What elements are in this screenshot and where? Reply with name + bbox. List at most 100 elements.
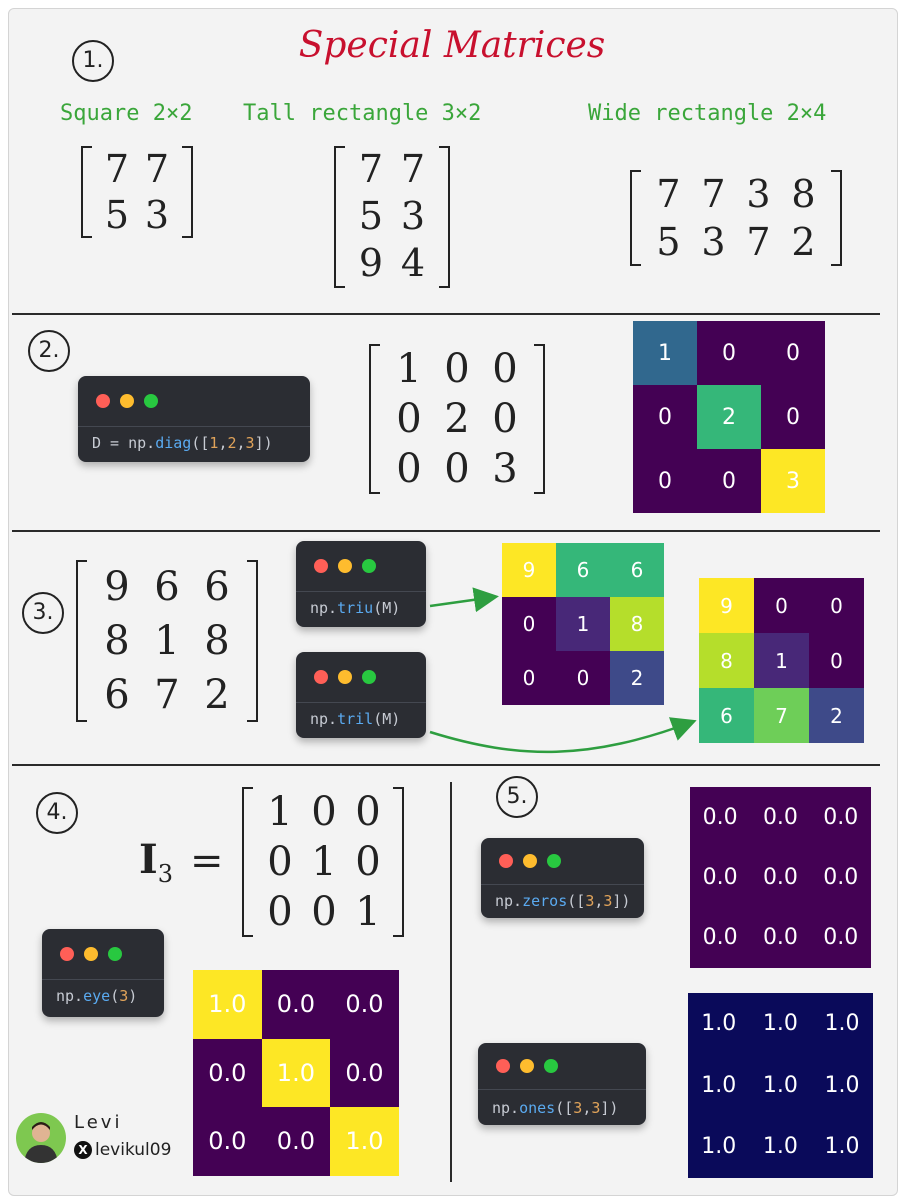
matrix-cell: 3 [400, 194, 426, 238]
heatmap-cell: 0.0 [810, 907, 871, 968]
minimize-dot-icon [523, 854, 537, 868]
heatmap-cell: 0.0 [193, 1038, 262, 1108]
tril-code: np.tril(M) [310, 710, 401, 728]
x-logo-icon: X [74, 1141, 92, 1159]
matrix-cell: 9 [104, 564, 130, 610]
matrix-cell: 5 [104, 193, 130, 237]
author-avatar [16, 1113, 66, 1163]
matrix-cell: 6 [154, 564, 180, 610]
minimize-dot-icon [520, 1059, 534, 1073]
matrix-cell: 7 [154, 672, 180, 718]
heatmap-cell: 1.0 [749, 1054, 812, 1117]
diag-code: D = np.diag([1,2,3]) [92, 434, 273, 452]
heatmap-cell: 8 [699, 633, 754, 688]
wide-label: Wide rectangle 2×4 [588, 101, 827, 126]
ones-code: np.ones([3,3]) [492, 1099, 619, 1117]
heatmap-cell: 0 [697, 449, 761, 513]
heatmap-cell: 0.0 [261, 970, 331, 1039]
matrix-cell: 3 [746, 172, 771, 216]
close-dot-icon [499, 854, 513, 868]
heatmap-cell: 2 [809, 688, 864, 743]
matrix-cell: 6 [204, 564, 230, 610]
heatmap-cell: 0.0 [261, 1107, 331, 1176]
heatmap-cell: 0 [697, 321, 761, 385]
minimize-dot-icon [338, 559, 352, 573]
heatmap-cell: 0.0 [690, 787, 751, 848]
heatmap-cell: 1 [633, 321, 697, 385]
triu-code: np.triu(M) [310, 599, 401, 617]
heatmap-cell: 1.0 [811, 1054, 873, 1117]
equals-sign: = [190, 838, 224, 884]
square-label: Square 2×2 [60, 101, 193, 126]
heatmap-cell: 1.0 [688, 1054, 750, 1117]
heatmap-cell: 7 [754, 688, 809, 743]
heatmap-cell: 0.0 [750, 907, 811, 968]
heatmap-cell: 1.0 [811, 993, 873, 1055]
heatmap-cell: 0.0 [810, 847, 871, 908]
matrix-cell: 7 [144, 147, 170, 191]
heatmap-cell: 0.0 [193, 1107, 262, 1176]
maximize-dot-icon [362, 670, 376, 684]
zeros-code: np.zeros([3,3]) [495, 892, 631, 910]
section-number-4: 4. [36, 792, 78, 834]
heatmap-cell: 1.0 [811, 1116, 873, 1178]
maximize-dot-icon [144, 394, 158, 408]
matrix-cell: 1 [267, 789, 293, 835]
matrix-cell: 3 [701, 220, 726, 264]
heatmap-cell: 0 [502, 597, 556, 651]
matrix-cell: 0 [311, 789, 337, 835]
divider-2 [12, 530, 880, 532]
heatmap-cell: 0.0 [330, 1038, 399, 1108]
matrix-cell: 0 [396, 396, 422, 442]
matrix-cell: 6 [104, 672, 130, 718]
heatmap-cell: 1.0 [688, 1116, 750, 1178]
matrix-cell: 7 [104, 147, 130, 191]
divider-3 [12, 764, 880, 766]
matrix-cell: 2 [444, 396, 470, 442]
close-dot-icon [60, 947, 74, 961]
vertical-divider [450, 782, 452, 1182]
matrix-cell: 0 [444, 346, 470, 392]
heatmap-cell: 0.0 [750, 787, 811, 848]
matrix-cell: 0 [492, 346, 518, 392]
minimize-dot-icon [84, 947, 98, 961]
close-dot-icon [96, 394, 110, 408]
matrix-cell: 7 [656, 172, 681, 216]
heatmap-cell: 1.0 [749, 993, 812, 1055]
heatmap-cell: 0.0 [690, 907, 751, 968]
matrix-cell: 3 [144, 193, 170, 237]
heatmap-cell: 0.0 [330, 970, 399, 1039]
matrix-cell: 7 [746, 220, 771, 264]
matrix-cell: 8 [791, 172, 816, 216]
heatmap-cell: 1 [556, 597, 610, 651]
eye-code-window: np.eye(3) [42, 929, 164, 1017]
matrix-cell: 1 [355, 889, 381, 935]
maximize-dot-icon [108, 947, 122, 961]
heatmap-cell: 1 [754, 633, 809, 688]
tril-arrow [429, 717, 697, 754]
matrix-cell: 9 [358, 241, 384, 285]
maximize-dot-icon [547, 854, 561, 868]
matrix-cell: 8 [104, 618, 130, 664]
matrix-cell: 1 [311, 839, 337, 885]
heatmap-cell: 0 [754, 578, 809, 633]
diag-code-window: D = np.diag([1,2,3]) [78, 376, 310, 462]
matrix-cell: 1 [154, 618, 180, 664]
matrix-cell: 5 [358, 194, 384, 238]
author-name: Levi [74, 1112, 123, 1133]
heatmap-cell: 0 [502, 651, 556, 705]
eye-code: np.eye(3) [56, 987, 138, 1005]
section-number-1: 1. [72, 40, 114, 82]
heatmap-cell: 0.0 [810, 787, 871, 848]
